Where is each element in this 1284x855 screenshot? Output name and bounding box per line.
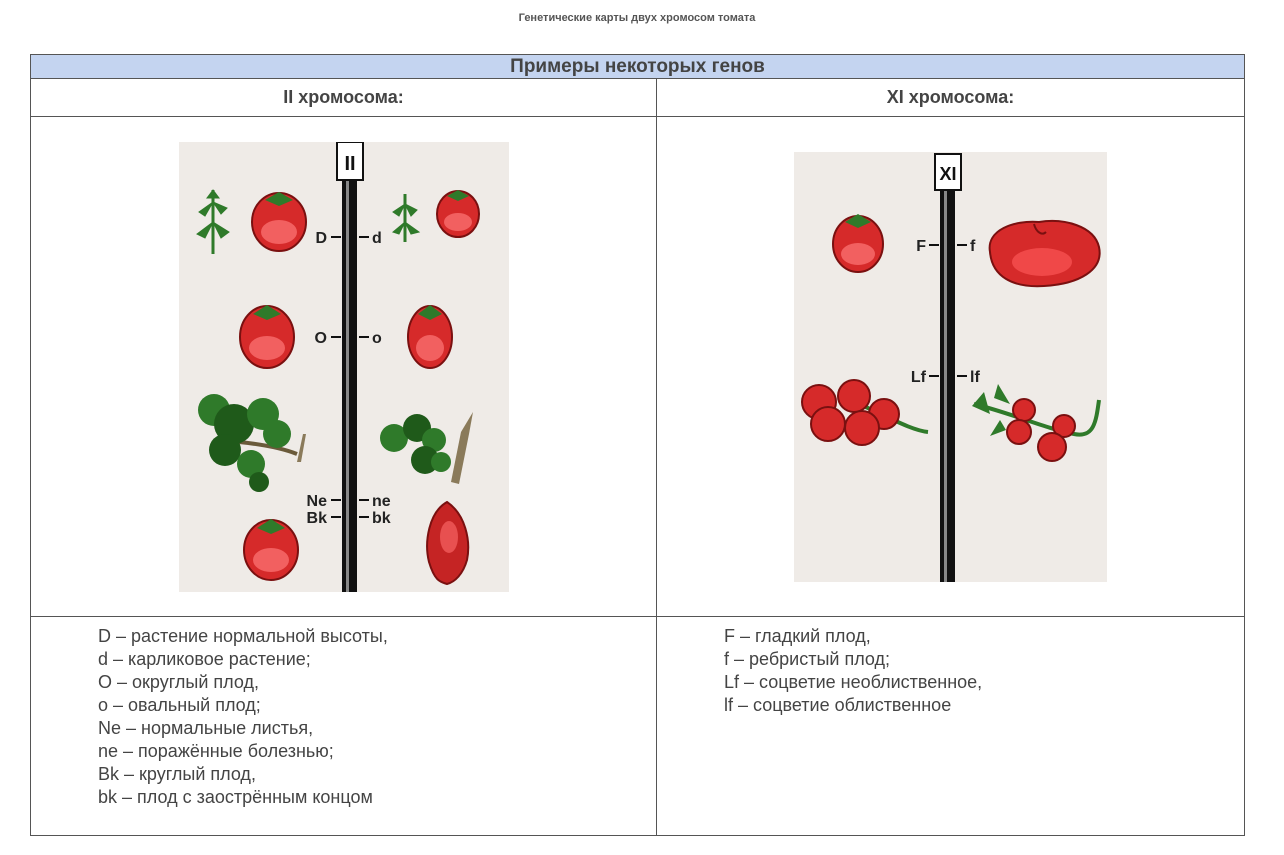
round-tomato-icon — [436, 190, 480, 238]
smooth-tomato-icon — [832, 214, 884, 273]
legend-item: ne – поражённые болезнью; — [98, 741, 334, 761]
marker-right-label: ne — [372, 493, 391, 510]
dwarf-plant-icon — [391, 194, 421, 242]
marker-right-label: o — [372, 330, 382, 347]
pointed-tomato-icon — [426, 500, 470, 586]
legend-item: O – округлый плод, — [98, 672, 259, 692]
marker-left-label: O — [315, 330, 327, 347]
marker-Lf: Lf lf — [911, 369, 981, 386]
marker-right-label: f — [970, 238, 976, 255]
table-title: Примеры некоторых генов — [29, 54, 1246, 79]
marker-left-label: D — [315, 230, 327, 247]
genes-table: Примеры некоторых генов II хромосома: XI… — [29, 54, 1246, 836]
marker-left-label: F — [916, 238, 926, 255]
chromosome-xi-legend-cell: F – гладкий плод, f – ребристый плод; Lf… — [655, 616, 1246, 836]
marker-Bk: Bk bk — [307, 510, 391, 527]
ribbed-tomato-icon — [988, 220, 1101, 288]
oval-tomato-icon — [407, 305, 453, 369]
round-tomato-icon — [251, 192, 307, 252]
marker-O: O o — [315, 330, 382, 347]
marker-right-label: lf — [970, 369, 980, 386]
diseased-leaves-icon — [380, 412, 473, 484]
chromosome-label: II — [344, 153, 355, 175]
chromosome-label: XI — [939, 164, 956, 184]
marker-left-label: Lf — [911, 369, 927, 386]
figure-caption: Генетические карты двух хромосом томата — [518, 12, 756, 24]
chromosome-label-box — [336, 142, 364, 181]
chromosome-ii-legend: D – растение нормальной высоты, d – карл… — [31, 617, 656, 809]
chromosome-label-box — [934, 153, 962, 191]
round-tomato-icon — [243, 519, 299, 581]
marker-right-label: d — [372, 230, 382, 247]
legend-item: f – ребристый плод; — [724, 649, 891, 669]
legend-item: bk – плод с заострённым концом — [98, 787, 373, 807]
legend-item: D – растение нормальной высоты, — [98, 626, 388, 646]
tall-plant-icon — [196, 189, 230, 254]
marker-Ne: Ne ne — [307, 493, 391, 510]
chromosome-xi-legend: F – гладкий плод, f – ребристый плод; Lf… — [657, 617, 1244, 717]
legend-item: Bk – круглый плод, — [98, 764, 256, 784]
chromosome-ii-map: II D d O o Ne ne — [179, 142, 509, 592]
legend-item: Ne – нормальные листья, — [98, 718, 314, 738]
chromosome-bar — [342, 180, 357, 592]
chromosome-ii-header: II хромосома: — [30, 78, 657, 117]
legend-item: lf – соцветие облиственное — [724, 695, 952, 715]
chromosome-xi-cell: XI F f Lf lf — [655, 116, 1246, 617]
marker-left-label: Ne — [307, 493, 328, 510]
chromosome-ii-cell: II D d O o Ne ne — [30, 116, 657, 617]
marker-right-label: bk — [372, 510, 391, 527]
legend-item: d – карликовое растение; — [98, 649, 311, 669]
legend-item: F – гладкий плод, — [724, 626, 871, 646]
healthy-leaves-icon — [198, 394, 306, 492]
leafy-cluster-icon — [972, 384, 1101, 462]
marker-D: D d — [315, 230, 381, 247]
chromosome-xi-header: XI хромосома: — [655, 78, 1246, 117]
leafless-cluster-icon — [801, 379, 929, 446]
chromosome-bar — [940, 190, 955, 582]
marker-F: F f — [916, 238, 976, 255]
legend-item: Lf – соцветие необлиственное, — [724, 672, 983, 692]
chromosome-xi-map: XI F f Lf lf — [794, 152, 1107, 582]
legend-item: o – овальный плод; — [98, 695, 261, 715]
round-tomato-icon — [239, 305, 295, 369]
chromosome-ii-legend-cell: D – растение нормальной высоты, d – карл… — [30, 616, 657, 836]
marker-left-label: Bk — [307, 510, 328, 527]
